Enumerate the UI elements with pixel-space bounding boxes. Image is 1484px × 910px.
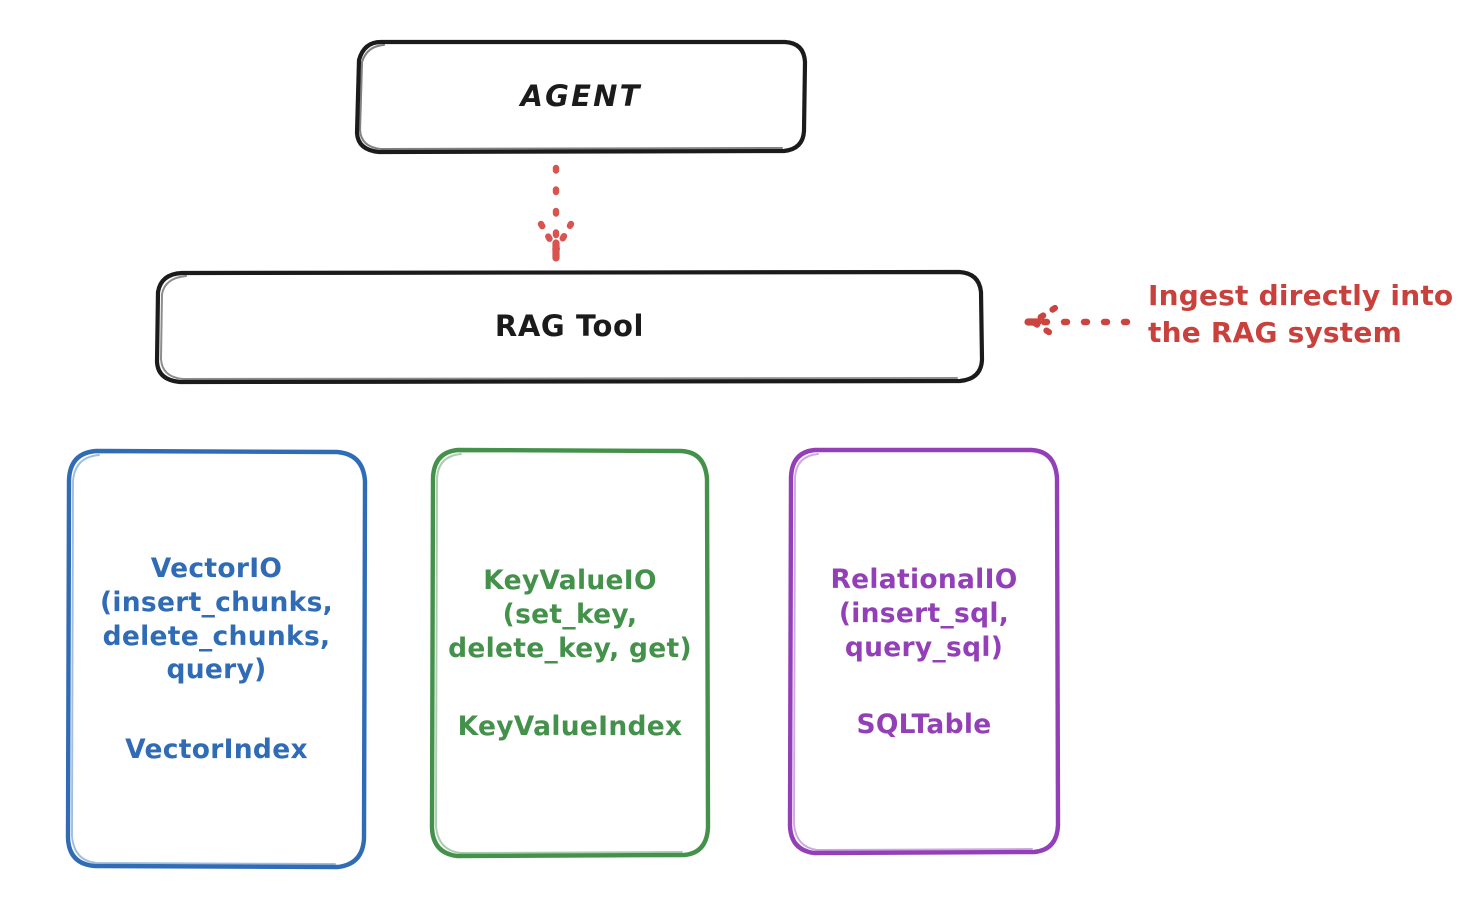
edge-ingest-to-rag-tool <box>1024 304 1131 340</box>
edge-agent-to-rag-tool <box>537 164 575 262</box>
agent-node-label: AGENT <box>520 78 642 113</box>
vector-io-node-label: VectorIO (insert_chunks, delete_chunks, … <box>68 452 365 867</box>
rag-tool-node-label: RAG Tool <box>494 309 645 344</box>
key-value-io-api-label: KeyValueIO (set_key, delete_key, get) <box>448 565 692 664</box>
vector-io-index-label: VectorIndex <box>125 734 308 766</box>
ingest-annotation-text: Ingest directly into the RAG system <box>1148 279 1454 349</box>
vector-io-api-label: VectorIO (insert_chunks, delete_chunks, … <box>99 552 334 686</box>
key-value-io-node-label: KeyValueIO (set_key, delete_key, get) Ke… <box>432 452 708 856</box>
relational-io-node-label: RelationalIO (insert_sql, query_sql) SQL… <box>790 452 1058 853</box>
relational-io-index-label: SQLTable <box>856 709 992 741</box>
relational-io-api-label: RelationalIO (insert_sql, query_sql) <box>830 563 1018 663</box>
key-value-io-index-label: KeyValueIndex <box>457 710 683 742</box>
